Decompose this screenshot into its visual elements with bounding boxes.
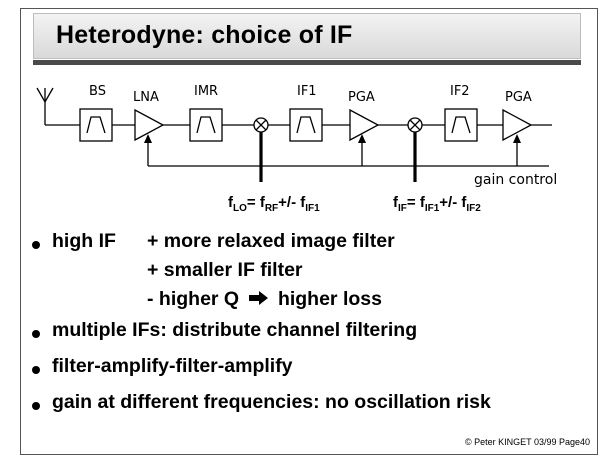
slide-frame: Heterodyne: choice of IF — [20, 8, 598, 455]
if2-filter-block — [444, 108, 478, 142]
bullet-high-if-line-3b: higher loss — [277, 288, 382, 310]
lna-amplifier-block — [134, 108, 165, 142]
formula-lo-op: +/- f — [278, 194, 306, 211]
block-label-if1: IF1 — [297, 84, 317, 99]
bullet-high-if-line-3a: - higher Q — [147, 288, 240, 310]
antenna-icon — [36, 87, 80, 126]
bandselect-filter-block — [79, 108, 113, 142]
pga-2-amplifier-block — [502, 108, 533, 142]
bullet-high-if-lead: high IF — [52, 230, 116, 252]
gain-arrow-lna-icon — [144, 134, 152, 143]
formula-lo-eq: = f — [246, 194, 265, 211]
formula-if-op: +/- f — [439, 194, 467, 211]
formula-if-f: f — [393, 194, 398, 211]
mixer-1-icon — [253, 117, 269, 133]
block-label-lna: LNA — [133, 90, 159, 105]
image-reject-filter-block — [189, 108, 223, 142]
gain-arrow-pga2-icon — [513, 134, 521, 143]
bullet-high-if-line-1: + more relaxed image filter — [147, 230, 395, 252]
block-label-imr: IMR — [194, 84, 218, 99]
pga-1-amplifier-block — [349, 108, 380, 142]
formula-if-sub-if2: IF2 — [466, 203, 481, 214]
gain-arrow-pga1-icon — [358, 134, 366, 143]
formula-if-eq: = f — [406, 194, 425, 211]
formula-lo-sub-lo: LO — [233, 203, 247, 214]
formula-lo-sub-rf: RF — [264, 203, 279, 214]
bullet-dot — [32, 402, 40, 410]
bullet-multiple-ifs: multiple IFs: distribute channel filteri… — [52, 319, 418, 341]
bullet-filter-amplify: filter-amplify-filter-amplify — [52, 355, 293, 377]
mixer-2-icon — [407, 117, 423, 133]
formula-if-sub-if: IF — [398, 203, 407, 214]
block-label-pga1: PGA — [348, 90, 375, 105]
if1-filter-block — [289, 108, 323, 142]
gain-control-label: gain control — [474, 172, 557, 188]
bullet-dot — [32, 330, 40, 338]
bullet-gain-frequencies: gain at different frequencies: no oscill… — [52, 391, 491, 413]
formula-if-sub-if1: IF1 — [424, 203, 440, 214]
title-bar: Heterodyne: choice of IF — [33, 13, 581, 59]
formula-lo: fLO= fRF+/- fIF1 — [228, 194, 320, 214]
formula-lo-sub-if1: IF1 — [305, 203, 320, 214]
gain-control-bus — [147, 140, 549, 167]
slide-footer: © Peter KINGET 03/99 Page40 — [464, 437, 590, 447]
formula-lo-f: f — [228, 194, 233, 211]
title-rule — [33, 60, 581, 65]
block-label-pga2: PGA — [505, 90, 532, 105]
bullet-high-if-line-3: - higher Q higher loss — [147, 288, 382, 311]
bullet-dot — [32, 366, 40, 374]
block-label-if2: IF2 — [450, 84, 470, 99]
block-label-bs: BS — [89, 84, 106, 99]
formula-if: fIF= fIF1+/- fIF2 — [393, 194, 481, 214]
right-arrow-icon — [248, 291, 268, 305]
slide-title: Heterodyne: choice of IF — [56, 21, 353, 49]
bullet-dot — [32, 241, 40, 249]
bullet-high-if-line-2: + smaller IF filter — [147, 259, 303, 281]
